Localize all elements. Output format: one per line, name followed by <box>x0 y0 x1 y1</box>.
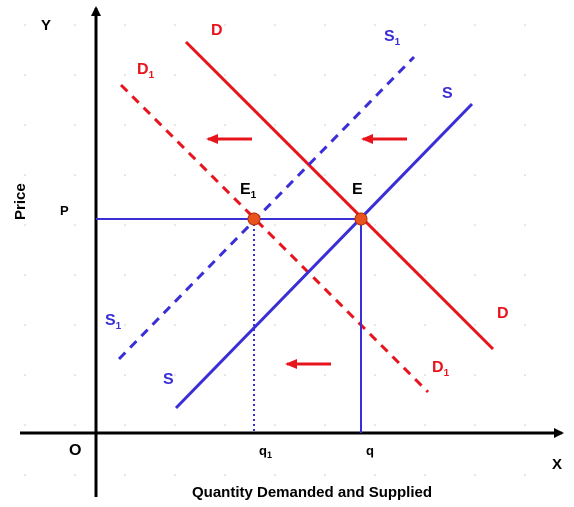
origin-label: O <box>69 442 81 459</box>
curve-label-s1-bottom: S1 <box>105 312 122 332</box>
y-axis-letter: Y <box>41 17 51 34</box>
supply-curve-s <box>174 102 474 410</box>
quantity-label-q: q <box>366 443 374 458</box>
quantity-label-q1: q1 <box>259 443 272 460</box>
curve-label-d-bottom: D <box>497 305 509 322</box>
equilibrium-point-e1 <box>247 212 261 226</box>
point-label-e: E <box>352 181 363 198</box>
x-axis-title: Quantity Demanded and Supplied <box>192 484 432 501</box>
demand-curve-d <box>184 40 495 351</box>
curve-label-s-top: S <box>442 85 453 102</box>
curve-label-d1-top: D1 <box>137 61 155 81</box>
y-axis-title: Price <box>12 183 29 220</box>
point-label-e1: E1 <box>240 181 257 201</box>
supply-curve-s1 <box>117 55 416 361</box>
curve-label-d-top: D <box>211 22 223 39</box>
curve-label-s-bottom: S <box>163 371 174 388</box>
demand-curve-d1 <box>119 83 430 394</box>
equilibrium-point-e <box>354 212 368 226</box>
x-axis-letter: X <box>552 456 562 473</box>
curve-label-d1-bottom: D1 <box>432 359 450 379</box>
price-label-p: P <box>60 203 69 218</box>
curve-label-s1-top: S1 <box>384 28 401 48</box>
